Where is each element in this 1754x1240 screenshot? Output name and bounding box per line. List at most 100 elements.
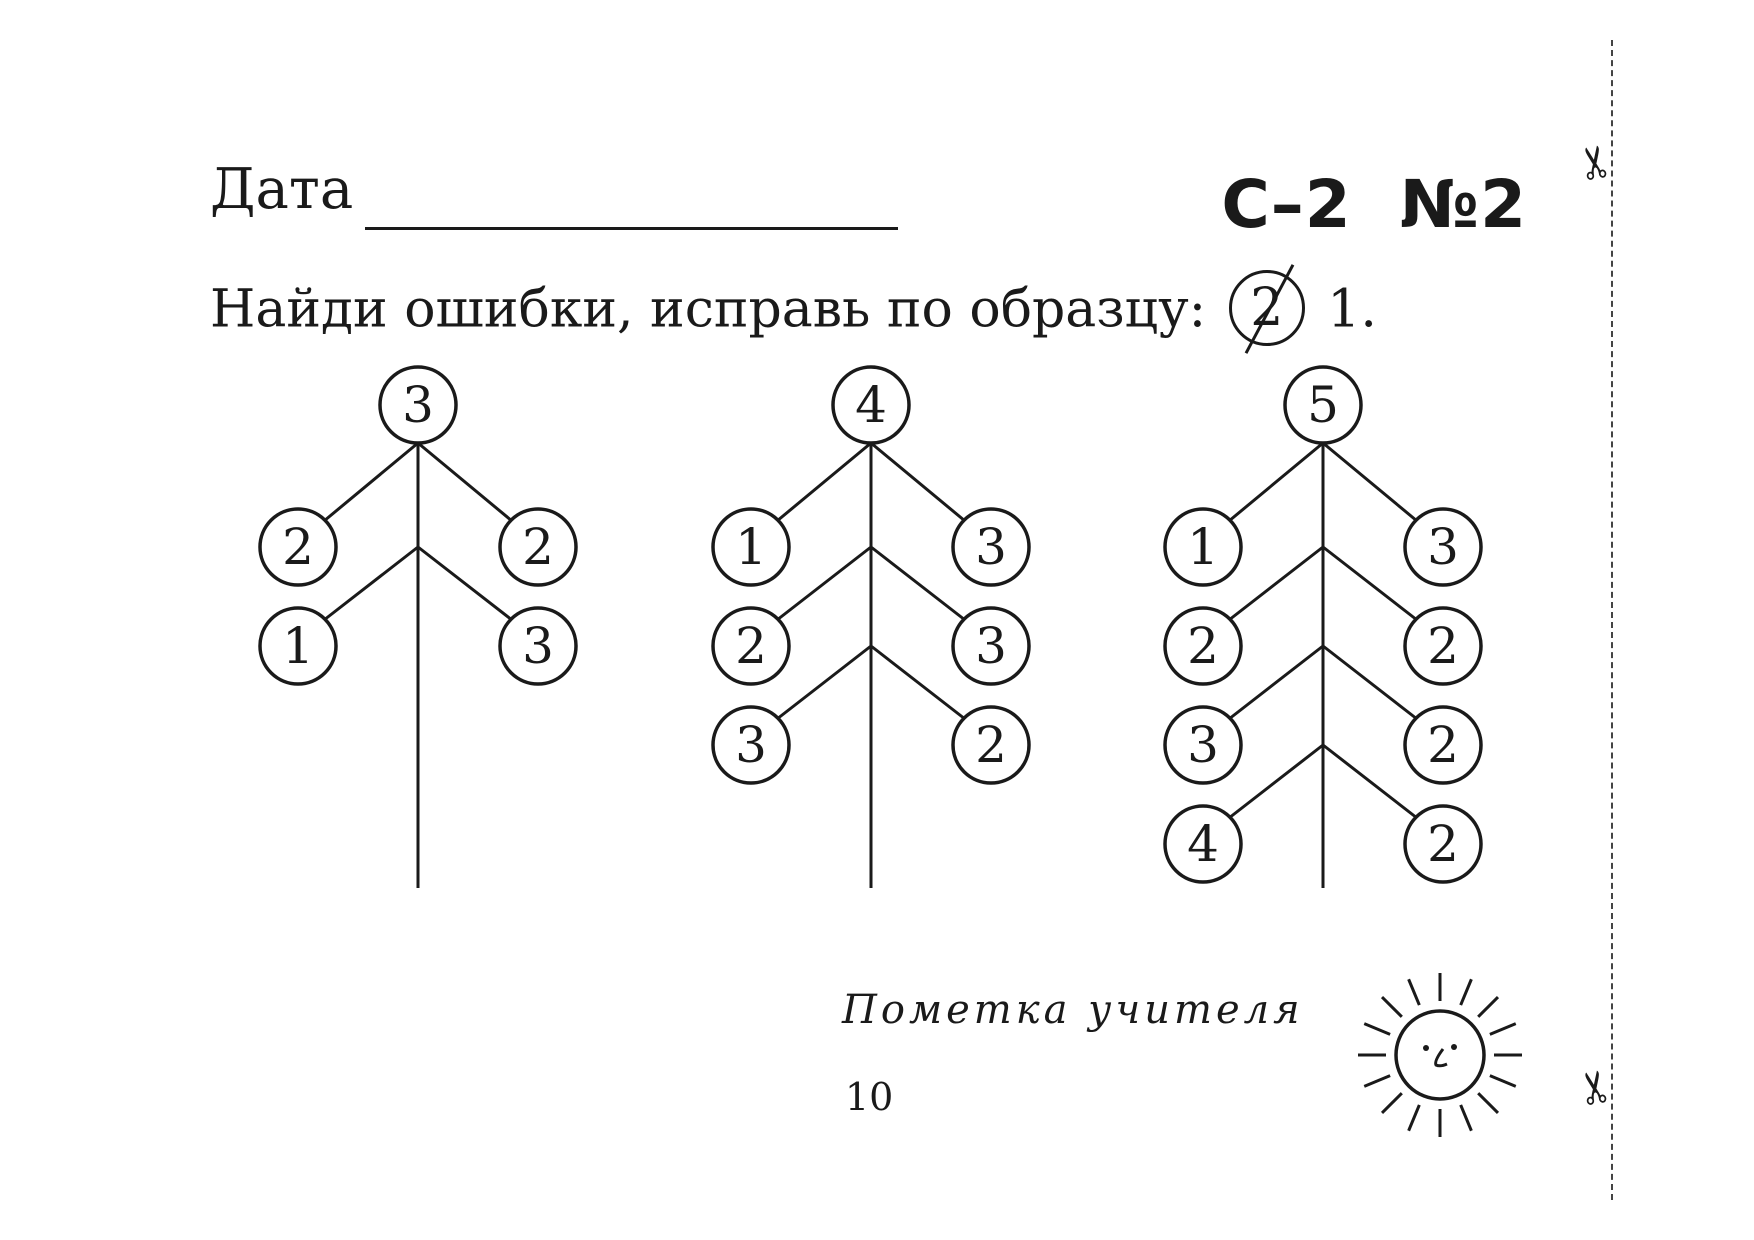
tree-left-number-label: 1 [1187,518,1219,576]
scissors-icon: ✂ [1567,1064,1625,1110]
tree-top-number-label: 3 [402,376,434,434]
tree-left-number-label: 2 [282,518,314,576]
tree-left-number-label: 3 [1187,716,1219,774]
tree-branch [417,545,513,622]
cut-dashed-line [1611,40,1613,1200]
tree-branch [776,545,872,622]
worksheet-id: С–2 №2 [1221,166,1527,243]
page-number: 10 [845,1075,894,1119]
tree-branch [776,441,872,523]
tree-branch [323,441,419,523]
tree-top-number: 3 [378,365,458,445]
sun-ray [1380,1092,1403,1115]
date-underline [365,227,898,230]
tree-top-number-circle [1283,365,1363,445]
tree-right-number: 2 [1403,606,1483,686]
tree-branch [1322,441,1418,523]
tree-right-number: 2 [498,507,578,587]
tree-right-number-label: 2 [975,716,1007,774]
tree-top-number: 5 [1283,365,1363,445]
tree-right-number-circle [498,507,578,587]
instruction-text: Найди ошибки, исправь по образцу: [210,279,1207,340]
tree-right-number-label: 2 [1427,716,1459,774]
teacher-note: Пометка учителя [842,987,1304,1033]
tree-left-number: 2 [1163,606,1243,686]
tree-left-number-circle [711,507,791,587]
tree-left-number-circle [711,606,791,686]
sun-ray [1363,1074,1391,1088]
tree-left-number-label: 4 [1187,815,1219,873]
tree-left-number: 1 [1163,507,1243,587]
tree-left-number-circle [1163,606,1243,686]
tree-top-number-label: 4 [855,376,887,434]
tree-left-number: 2 [711,606,791,686]
tree-branch [1228,743,1324,820]
tree-right-number-circle [1403,507,1483,587]
tree-top-number-circle [831,365,911,445]
tree-left-number-circle [1163,705,1243,785]
tree-branch [870,441,966,523]
sun-ray [1477,1092,1500,1115]
sun-ray [1407,978,1421,1006]
tree-branch [1228,441,1324,523]
tree-top-number-label: 5 [1307,376,1339,434]
tree-left-number: 2 [258,507,338,587]
tree-right-number-label: 2 [1427,617,1459,675]
tree-right-number: 2 [1403,804,1483,884]
tree-right-number-circle [951,507,1031,587]
sun-ray [1363,1022,1391,1036]
sample-correct-number: 1. [1327,279,1377,340]
tree-right-number-label: 3 [975,518,1007,576]
tree-right-number-circle [951,606,1031,686]
sun-smiley-icon [1358,973,1522,1137]
tree-right-number-label: 2 [522,518,554,576]
tree-right-number: 2 [951,705,1031,785]
tree-left-number-label: 2 [735,617,767,675]
tree-left-number: 1 [258,606,338,686]
tree-branch [323,545,419,622]
tree-right-number: 3 [498,606,578,686]
tree-branch [1228,644,1324,721]
scissors-icon: ✂ [1567,139,1625,185]
tree-branch [1322,545,1418,622]
tree-right-number: 2 [1403,705,1483,785]
date-label: Дата [210,157,354,222]
tree-branch [870,545,966,622]
sun-ray [1407,1104,1421,1132]
sun-ray [1459,978,1473,1006]
tree-top-number: 4 [831,365,911,445]
tree-right-number-label: 3 [522,617,554,675]
tree-right-number: 3 [951,507,1031,587]
tree-right-number-label: 3 [975,617,1007,675]
tree-left-number-label: 1 [735,518,767,576]
tree-left-number-circle [1163,507,1243,587]
tree-branch [776,644,872,721]
sun-ray [1477,995,1500,1018]
tree-branch [1228,545,1324,622]
tree-left-number-label: 3 [735,716,767,774]
tree-left-number: 3 [711,705,791,785]
sun-ray [1459,1104,1473,1132]
tree-right-number: 3 [951,606,1031,686]
tree-right-number-circle [951,705,1031,785]
tree-top-number-circle [378,365,458,445]
tree-left-number-label: 1 [282,617,314,675]
sun-ray [1380,995,1403,1018]
tree-right-number-label: 2 [1427,815,1459,873]
tree-right-number-circle [498,606,578,686]
tree-left-number-circle [711,705,791,785]
tree-left-number: 4 [1163,804,1243,884]
tree-right-number: 3 [1403,507,1483,587]
tree-branch [870,644,966,721]
tree-right-number-circle [1403,606,1483,686]
tree-right-number-circle [1403,705,1483,785]
instruction: Найди ошибки, исправь по образцу: 2 1. [210,264,1377,354]
tree-left-number: 3 [1163,705,1243,785]
sun-ray [1489,1022,1517,1036]
sun-ray [1489,1074,1517,1088]
tree-right-number-circle [1403,804,1483,884]
tree-branch [1322,644,1418,721]
tree-branch [417,441,513,523]
tree-right-number-label: 3 [1427,518,1459,576]
